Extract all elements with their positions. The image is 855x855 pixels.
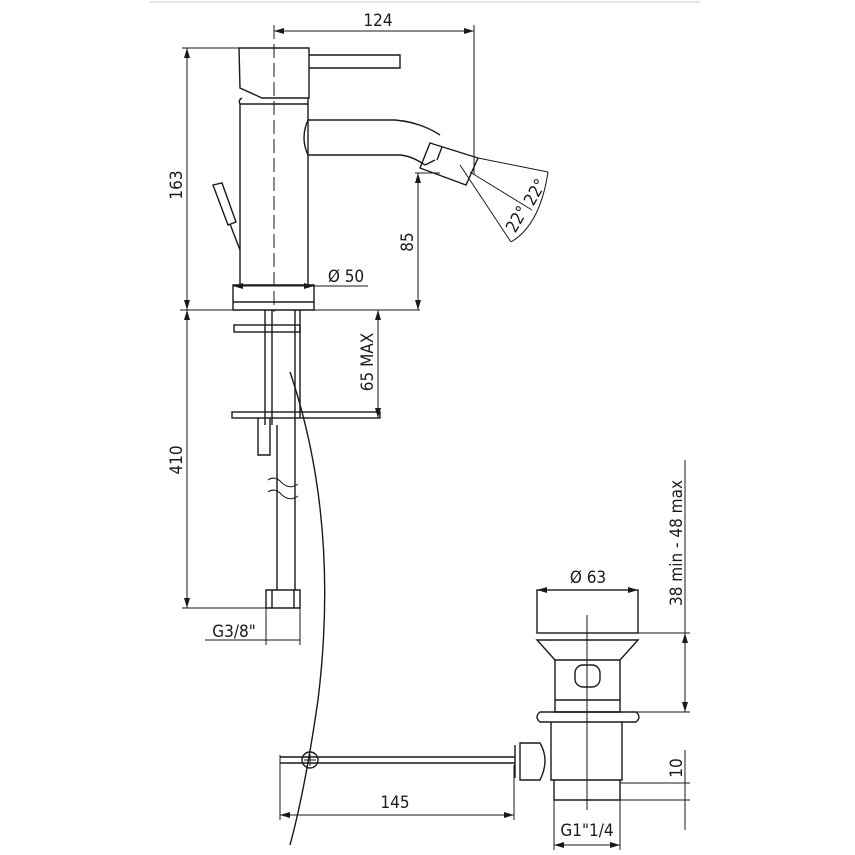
dim-spout-reach: 124 bbox=[363, 11, 392, 31]
dim-rod-length: 145 bbox=[380, 793, 409, 813]
dim-total-height: 163 bbox=[167, 170, 187, 199]
dim-hose-thread: G3/8" bbox=[212, 622, 256, 642]
dim-drain-range: 38 min - 48 max bbox=[667, 480, 687, 606]
dim-drain-thread-height: 10 bbox=[667, 758, 687, 777]
dim-spout-height: 85 bbox=[398, 232, 418, 251]
dim-hose-length: 410 bbox=[167, 445, 187, 474]
dim-base-diameter: Ø 50 bbox=[328, 267, 364, 287]
pop-up-waste bbox=[280, 589, 640, 810]
dim-drain-thread: G1"1/4 bbox=[560, 821, 613, 841]
dimension-lines bbox=[180, 25, 690, 850]
dim-drain-diameter: Ø 63 bbox=[570, 568, 606, 588]
mounting-kit bbox=[231, 310, 381, 846]
faucet-body bbox=[212, 25, 549, 312]
dim-max-thickness: 65 MAX bbox=[358, 333, 378, 391]
